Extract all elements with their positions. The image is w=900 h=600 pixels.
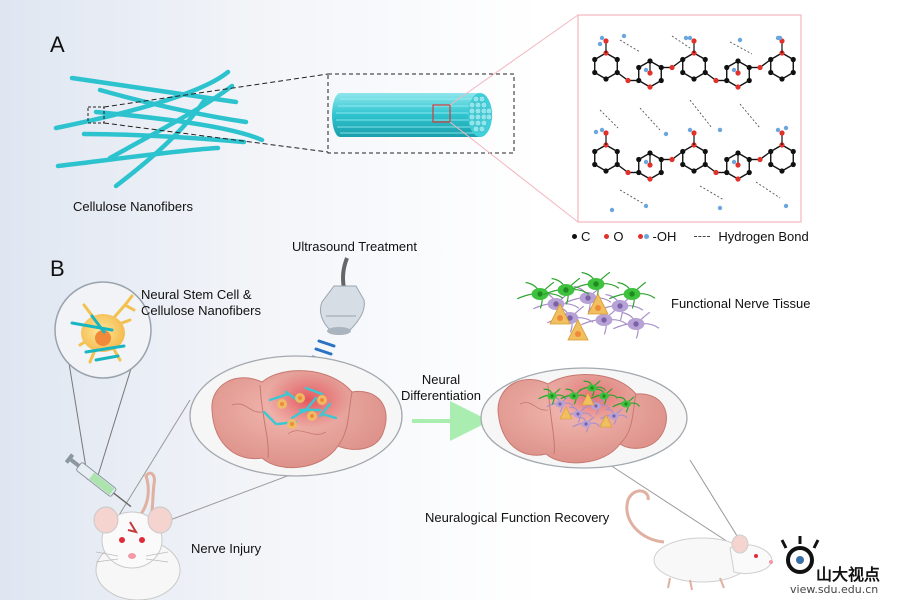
nerve-injury-label: Nerve Injury [191,541,262,556]
functional-tissue-label: Functional Nerve Tissue [671,296,811,311]
brain-injured [189,355,403,477]
recovery-label: Neuralogical Function Recovery [425,510,610,525]
ultrasound-probe-icon [319,257,365,335]
stem-cell-inset [54,281,152,379]
stem-cell-label-line2: Cellulose Nanofibers [141,303,261,318]
differentiation-label-line2: Differentiation [401,388,481,403]
legend-carbon-label: C [581,229,591,244]
hbond-dash-icon [694,236,711,237]
panel-a-letter: A [50,32,65,57]
molecular-structure-box [577,14,802,223]
legend-hbond-label: Hydrogen Bond [718,229,809,244]
differentiation-label-line1: Neural [421,372,461,387]
legend: C O -OH Hydrogen Bond [572,229,809,244]
regenerated-tissue-in-brain [538,380,640,433]
stem-cell-label-line1: Neural Stem Cell & [141,287,252,302]
ultrasound-label: Ultrasound Treatment [292,239,418,254]
syringe-icon [64,453,132,508]
watermark-site: view.sdu.edu.cn [790,583,879,596]
mouse-injured-icon [93,471,181,600]
brain-recovered [480,367,688,469]
cellulose-molecular-lattice [592,33,796,213]
sdu-logo-icon [780,536,820,574]
legend-oxygen: O [604,229,624,244]
watermark-brand: 山大视点 [816,565,881,584]
hydroxyl-o-dot-icon [637,234,643,239]
panel-b-letter: B [50,256,65,281]
cellulose-nanofibers-label: Cellulose Nanofibers [73,199,193,214]
legend-oxygen-label: O [613,229,624,244]
hydroxyl-h-dot-icon [643,234,649,239]
cellulose-nanofibers [53,69,265,189]
legend-hbond: Hydrogen Bond [690,229,809,244]
injected-cells-and-fibers [262,386,338,429]
oxygen-dot-icon [604,234,610,239]
fiber-bundle [332,93,493,137]
zoom-box-small [87,106,105,124]
legend-hydroxyl: -OH [637,229,677,244]
legend-carbon: C [572,229,590,244]
carbon-dot-icon [572,234,577,239]
mouse-recovered-icon [625,489,773,591]
legend-hydroxyl-label: -OH [652,229,677,244]
functional-nerve-tissue-icon [517,271,660,341]
zoom-box-bundle [327,73,515,154]
